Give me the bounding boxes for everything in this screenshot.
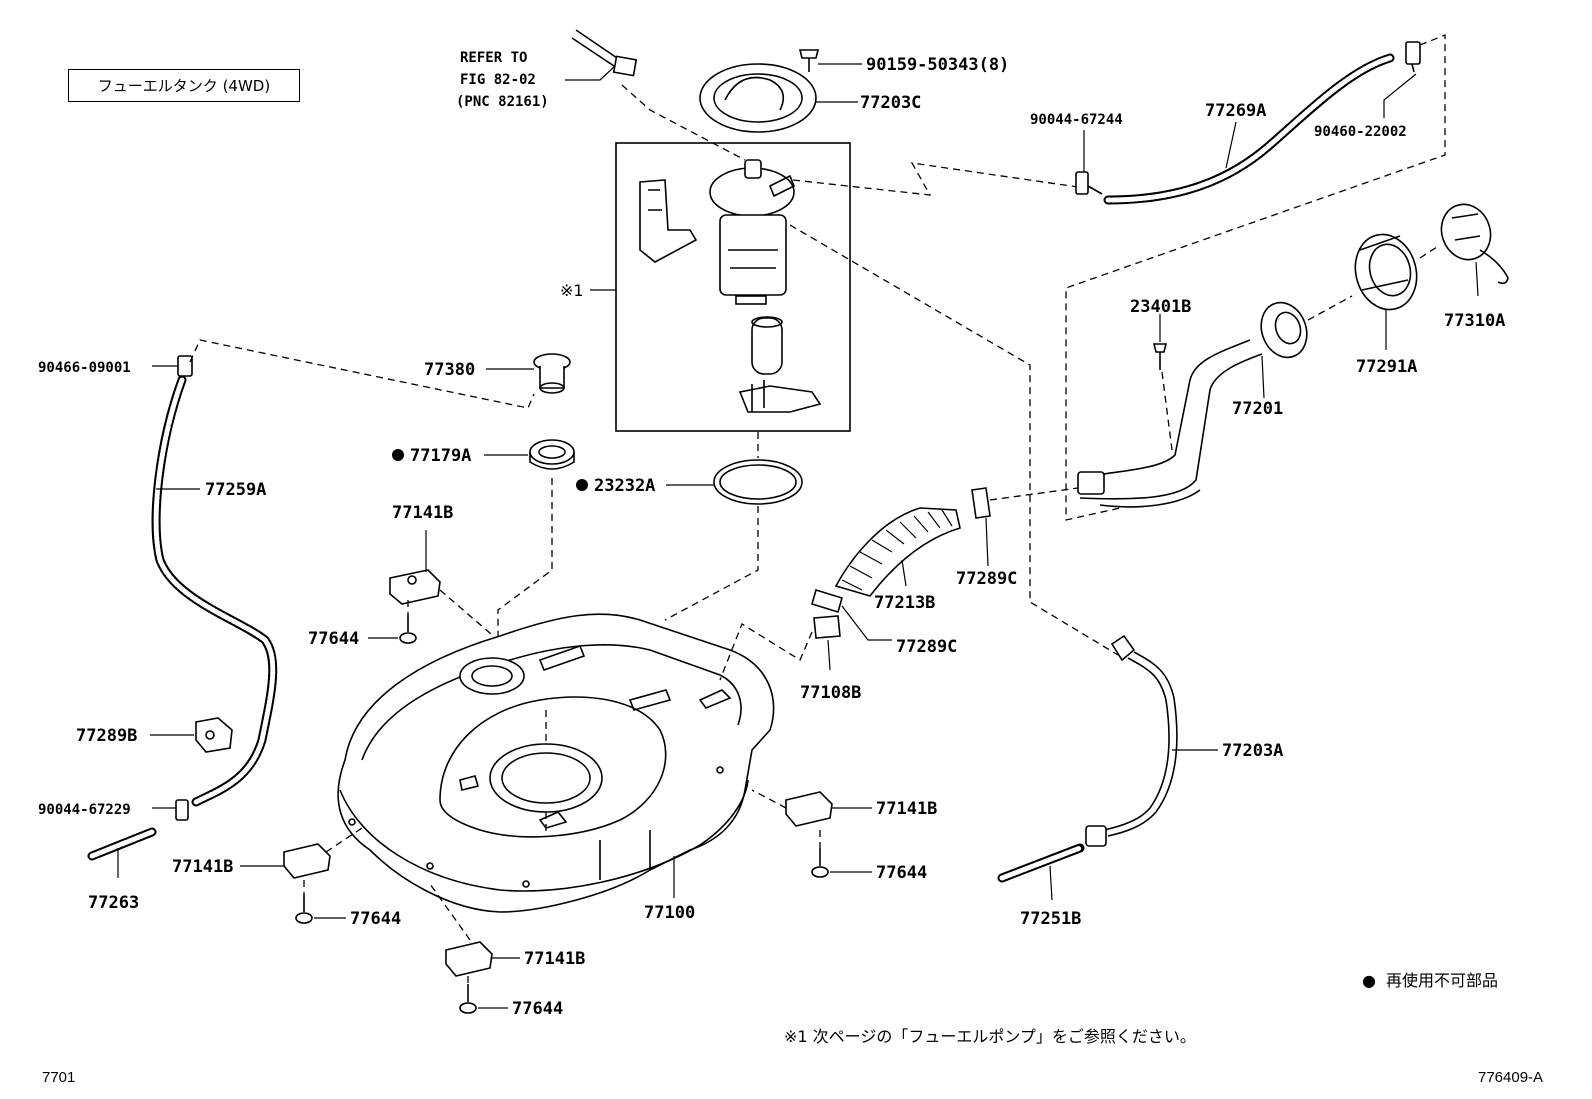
refer-line2: FIG 82-02 <box>460 72 536 88</box>
gasket-23232A <box>713 459 803 505</box>
clamp-90044-67244 <box>1075 171 1103 195</box>
label-90044-67229: 90044-67229 <box>38 802 131 818</box>
label-77141B-1: 77141B <box>392 503 453 523</box>
fuel-pump-assembly <box>639 159 822 413</box>
footnote: ※1 次ページの「フューエルポンプ」をご参照ください。 <box>784 1027 1196 1046</box>
label-90159-50343: 90159-50343(8) <box>866 55 1009 75</box>
protector-77141B-4 <box>445 941 493 977</box>
protector-77141B-1 <box>389 569 441 605</box>
label-77141B-2: 77141B <box>876 799 937 819</box>
clamp-90460-22002 <box>1405 41 1421 73</box>
label-77201: 77201 <box>1232 399 1283 419</box>
label-77203A: 77203A <box>1222 741 1283 761</box>
wire-harness-connector <box>571 29 638 77</box>
label-90460-22002: 90460-22002 <box>1314 124 1407 140</box>
protector-77141B-3 <box>283 843 331 879</box>
label-77380: 77380 <box>424 360 475 380</box>
label-77108B: 77108B <box>800 683 861 703</box>
protector-77141B-2 <box>785 791 833 827</box>
subassembly-mark: ※1 <box>560 281 584 300</box>
refer-line3: (PNC 82161) <box>456 94 549 110</box>
label-77644-3: 77644 <box>350 909 401 929</box>
hose-77108B <box>813 615 841 639</box>
refer-line1: REFER TO <box>460 50 527 66</box>
label-77251B: 77251B <box>1020 909 1081 929</box>
bolt-77644-3 <box>295 894 313 924</box>
clamp-77289C-lower <box>811 588 843 614</box>
hose-77213B <box>834 507 961 597</box>
legend-bullet: ● <box>1362 971 1376 990</box>
label-77289B: 77289B <box>76 726 137 746</box>
plug-77380 <box>533 353 571 394</box>
label-77310A: 77310A <box>1444 311 1505 331</box>
clamp-77289C-upper <box>971 487 991 519</box>
retainer-ring-77203C <box>699 63 817 133</box>
page-code: 7701 <box>42 1069 75 1086</box>
filler-pipe-77201 <box>1077 301 1308 508</box>
fuel-cap-77310A <box>1440 203 1509 285</box>
label-77289C-1: 77289C <box>956 569 1017 589</box>
non-reusable-mark-1 <box>392 449 404 461</box>
hose-77269A <box>1103 53 1395 205</box>
label-77291A: 77291A <box>1356 357 1417 377</box>
label-90044-67244: 90044-67244 <box>1030 112 1123 128</box>
hose-77259A <box>151 375 278 807</box>
legend-text: 再使用不可部品 <box>1386 971 1498 990</box>
non-reusable-mark-2 <box>576 479 588 491</box>
label-77203C: 77203C <box>860 93 921 113</box>
label-23401B: 23401B <box>1130 297 1191 317</box>
label-77141B-3: 77141B <box>172 857 233 877</box>
label-77644-1: 77644 <box>308 629 359 649</box>
label-90466-09001: 90466-09001 <box>38 360 131 376</box>
label-77141B-4: 77141B <box>524 949 585 969</box>
vent-tube-77203A <box>1085 634 1178 847</box>
label-77269A: 77269A <box>1205 101 1266 121</box>
gasket-77179A <box>529 439 575 470</box>
hose-77251B <box>997 843 1085 883</box>
bolt-77644-4 <box>459 984 477 1014</box>
label-77263: 77263 <box>88 893 139 913</box>
hose-77263 <box>87 827 157 861</box>
diagram-title: フューエルタンク (4WD) <box>68 69 300 102</box>
label-77179A: 77179A <box>410 446 471 466</box>
bracket-77289B <box>195 717 233 753</box>
figure-code: 776409-A <box>1478 1069 1543 1086</box>
bolt-77644-2 <box>811 848 829 878</box>
bolt-77644-1 <box>399 614 417 644</box>
clamp-90044-67229 <box>175 799 189 821</box>
label-77100: 77100 <box>644 903 695 923</box>
fuel-tank-77100 <box>337 613 775 913</box>
label-77289C-2: 77289C <box>896 637 957 657</box>
label-23232A: 23232A <box>594 476 655 496</box>
label-77213B: 77213B <box>874 593 935 613</box>
bolt-23401B <box>1152 343 1168 370</box>
fuel-pump-subassembly-frame <box>615 142 851 432</box>
refer-note: REFER TO FIG 82-02 (PNC 82161) <box>456 50 616 110</box>
screw-90159 <box>798 49 820 72</box>
label-77644-2: 77644 <box>876 863 927 883</box>
label-77644-4: 77644 <box>512 999 563 1019</box>
ring-77291A <box>1354 233 1418 311</box>
clamp-90466-09001 <box>177 355 193 377</box>
label-77259A: 77259A <box>205 480 266 500</box>
